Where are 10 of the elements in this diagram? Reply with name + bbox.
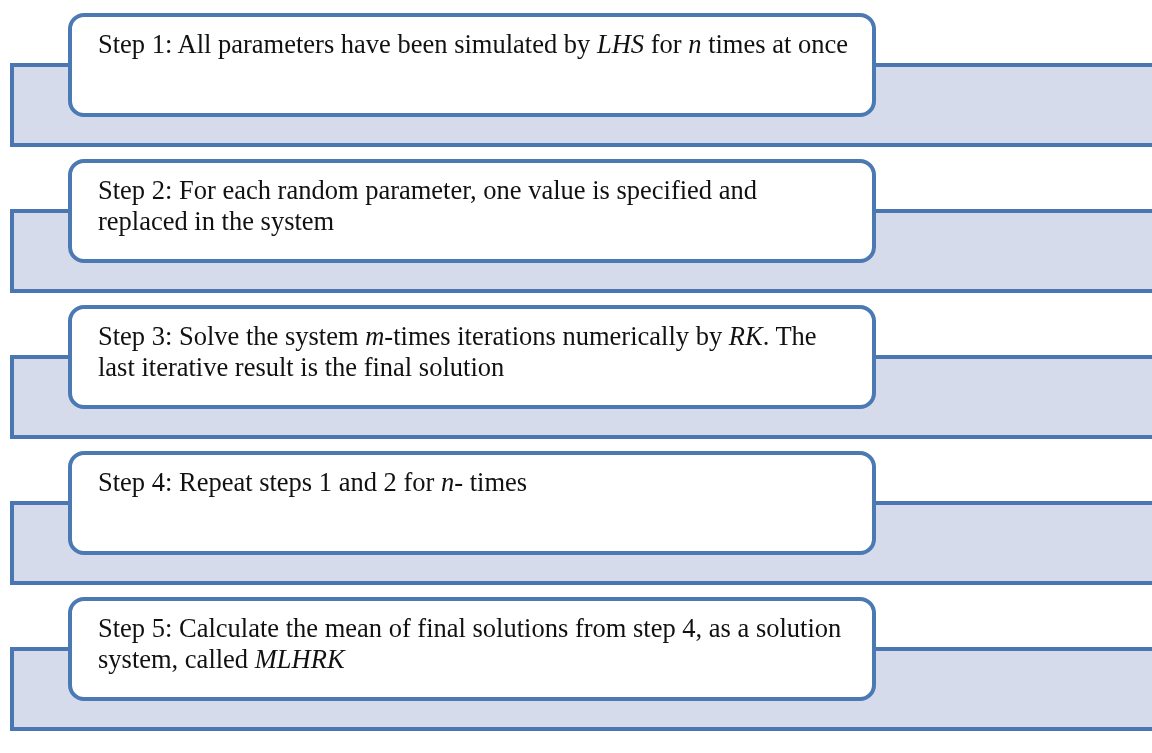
step-box — [68, 305, 876, 409]
step-box — [68, 597, 876, 701]
step-box — [68, 13, 876, 117]
step-text: Step 2: For each random parameter, one value is specified and replaced in the system — [98, 175, 758, 237]
step-text: Step 5: Calculate the mean of final solutions from step 4, as a solution system, called MLHRK — [98, 613, 843, 675]
step-box — [68, 159, 876, 263]
step-text: Step 1: All parameters have been simulated by LHS for n times at once — [98, 29, 849, 60]
step-box — [68, 451, 876, 555]
step-text: Step 3: Solve the system m-times iterations numerically by RK. The last iterative result is the final solution — [98, 321, 818, 383]
step-text: Step 4: Repeat steps 1 and 2 for n- times — [98, 467, 529, 498]
